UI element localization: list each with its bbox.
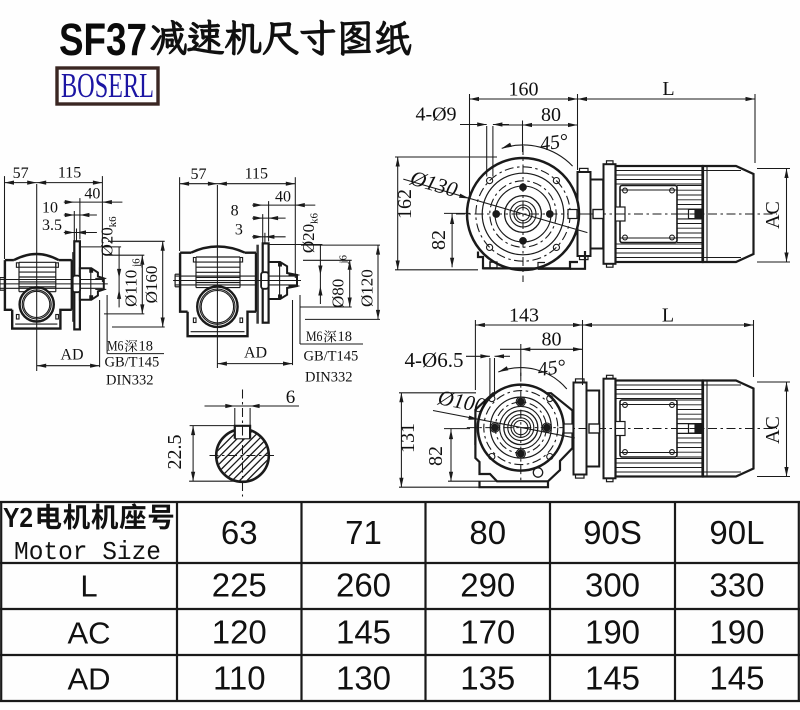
svg-text:145: 145	[336, 613, 391, 650]
svg-text:40: 40	[275, 189, 291, 206]
svg-text:6: 6	[286, 387, 296, 408]
svg-text:82: 82	[428, 230, 450, 250]
svg-text:L: L	[662, 78, 674, 100]
svg-text:300: 300	[585, 567, 640, 604]
svg-text:GB/T145: GB/T145	[304, 349, 359, 365]
svg-text:130: 130	[336, 660, 391, 697]
svg-text:18: 18	[338, 329, 353, 345]
svg-text:SF37: SF37	[59, 14, 147, 65]
svg-text:DIN332: DIN332	[106, 373, 154, 389]
svg-text:AC: AC	[762, 201, 784, 229]
svg-text:71: 71	[345, 514, 382, 551]
svg-text:L: L	[80, 569, 97, 604]
svg-text:BOSERL: BOSERL	[61, 66, 154, 105]
svg-text:290: 290	[460, 567, 515, 604]
svg-text:90L: 90L	[709, 514, 764, 551]
svg-text:18: 18	[139, 339, 154, 355]
svg-text:Y2: Y2	[3, 502, 33, 533]
svg-text:Ø120: Ø120	[358, 269, 377, 307]
svg-text:8: 8	[231, 203, 239, 220]
svg-text:110: 110	[213, 660, 266, 697]
svg-text:3: 3	[235, 221, 243, 238]
svg-text:160: 160	[509, 79, 539, 101]
svg-text:225: 225	[212, 567, 267, 604]
svg-text:57: 57	[191, 166, 207, 183]
svg-text:AD: AD	[60, 347, 83, 364]
svg-text:Ø110: Ø110	[121, 270, 140, 307]
svg-text:L: L	[662, 305, 674, 327]
svg-text:4-Ø9: 4-Ø9	[415, 104, 456, 126]
svg-text:190: 190	[585, 613, 640, 650]
svg-text:AD: AD	[67, 662, 110, 697]
svg-text:M6: M6	[306, 329, 323, 345]
svg-text:k6: k6	[308, 213, 320, 225]
svg-text:115: 115	[245, 166, 268, 183]
svg-text:j6: j6	[130, 258, 142, 268]
svg-text:M6: M6	[107, 339, 124, 355]
svg-text:k6: k6	[107, 216, 119, 228]
svg-text:190: 190	[709, 613, 764, 650]
svg-text:145: 145	[709, 660, 764, 697]
svg-text:40: 40	[84, 186, 100, 203]
svg-text:22.5: 22.5	[164, 435, 186, 470]
svg-text:120: 120	[212, 613, 267, 650]
svg-text:82: 82	[425, 446, 447, 466]
svg-text:Ø20: Ø20	[299, 224, 318, 253]
svg-text:80: 80	[541, 104, 561, 126]
svg-text:GB/T145: GB/T145	[105, 355, 160, 371]
svg-text:AD: AD	[244, 345, 267, 362]
svg-text:131: 131	[397, 423, 419, 453]
svg-text:330: 330	[709, 567, 764, 604]
svg-text:145: 145	[585, 660, 640, 697]
svg-text:115: 115	[58, 165, 81, 182]
svg-text:80: 80	[469, 514, 506, 551]
svg-text:80: 80	[542, 329, 562, 351]
svg-text:DIN332: DIN332	[305, 370, 353, 386]
svg-text:10: 10	[42, 200, 58, 217]
svg-text:260: 260	[336, 567, 391, 604]
svg-text:45°: 45°	[536, 356, 567, 382]
svg-text:Ø20: Ø20	[98, 227, 117, 256]
svg-text:135: 135	[460, 660, 515, 697]
svg-text:Motor Size: Motor Size	[14, 537, 161, 567]
svg-text:3.5: 3.5	[42, 217, 62, 234]
svg-text:57: 57	[13, 165, 29, 182]
svg-text:143: 143	[509, 305, 539, 327]
svg-text:Ø80: Ø80	[329, 279, 348, 308]
svg-text:90S: 90S	[583, 514, 642, 551]
svg-text:63: 63	[221, 514, 258, 551]
svg-text:AC: AC	[67, 615, 110, 650]
svg-text:AC: AC	[762, 416, 784, 444]
svg-text:45°: 45°	[539, 130, 570, 156]
svg-text:4-Ø6.5: 4-Ø6.5	[405, 348, 464, 372]
svg-text:Ø160: Ø160	[142, 266, 161, 304]
svg-text:170: 170	[460, 613, 515, 650]
svg-text:162: 162	[394, 189, 416, 219]
svg-text:j6: j6	[338, 254, 350, 264]
